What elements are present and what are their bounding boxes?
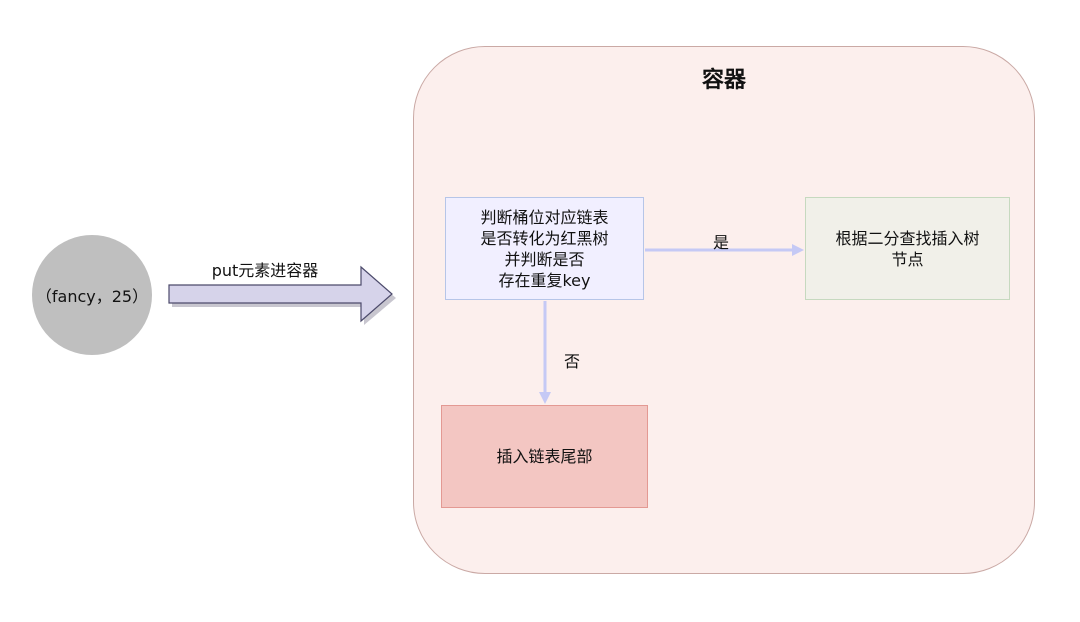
tree-line-2: 节点 xyxy=(891,249,924,269)
tree-insert-node: 根据二分查找插入树 节点 xyxy=(805,197,1010,300)
input-element-label: （fancy，25） xyxy=(35,287,149,306)
tree-line-1: 根据二分查找插入树 xyxy=(835,228,980,248)
check-line-1: 判断桶位对应链表 xyxy=(480,207,609,227)
check-bucket-node: 判断桶位对应链表 是否转化为红黑树 并判断是否 存在重复key xyxy=(445,197,644,300)
input-element-node: （fancy，25） xyxy=(32,235,152,355)
yes-connector-arrowhead xyxy=(792,244,804,256)
check-line-2: 是否转化为红黑树 xyxy=(480,228,609,248)
no-connector-arrowhead xyxy=(539,392,551,404)
tail-insert-node: 插入链表尾部 xyxy=(441,405,648,508)
yes-label: 是 xyxy=(713,233,730,252)
tail-line-1: 插入链表尾部 xyxy=(496,447,593,466)
container-title: 容器 xyxy=(701,68,746,93)
put-arrow xyxy=(168,265,393,323)
check-line-3: 并判断是否 xyxy=(504,249,585,269)
put-arrow-label: put元素进容器 xyxy=(211,261,319,280)
check-line-4: 存在重复key xyxy=(498,270,591,290)
no-label: 否 xyxy=(564,352,581,371)
